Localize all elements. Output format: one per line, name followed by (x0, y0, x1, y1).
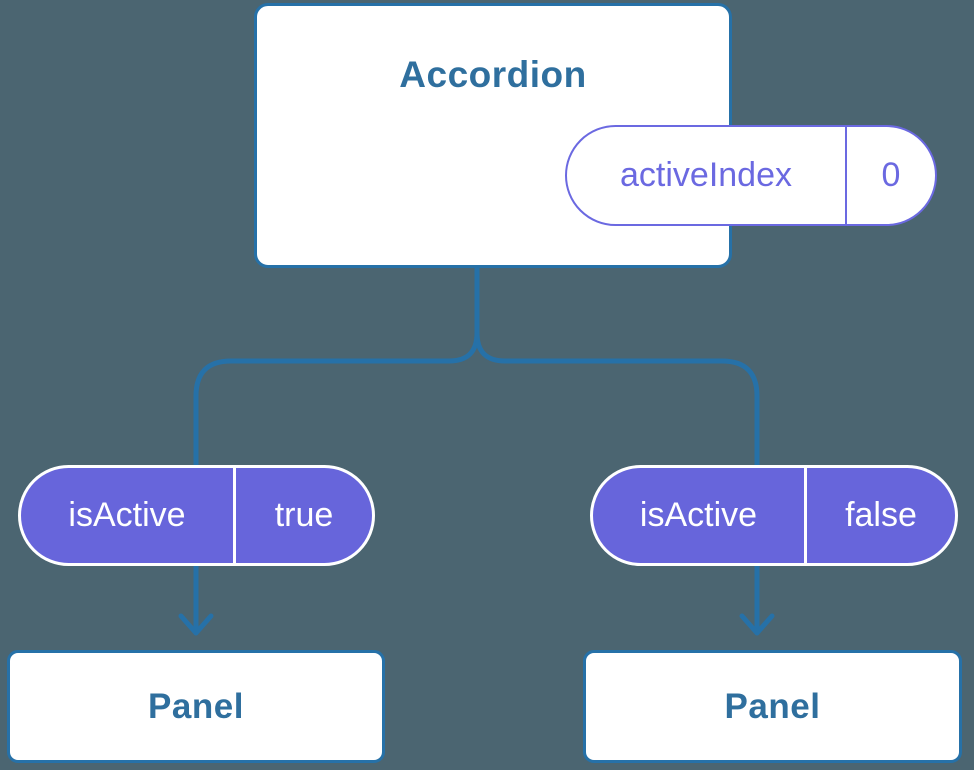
connector-right-branch (474, 330, 760, 636)
prop-pill-isactive-false: isActive false (590, 465, 958, 566)
prop-value: true (233, 468, 372, 563)
panel-component-card: Panel (583, 650, 962, 763)
prop-pill-isactive-true: isActive true (18, 465, 375, 566)
connector-left-branch (193, 263, 480, 636)
arrow-down-icon (739, 613, 775, 636)
state-prop-name: activeIndex (620, 156, 792, 194)
accordion-component-card: Accordion activeIndex 0 (254, 3, 937, 268)
component-title: Panel (148, 686, 244, 726)
state-pill-activeindex: activeIndex 0 (565, 125, 937, 226)
component-title: Accordion (399, 54, 587, 95)
prop-value: false (804, 468, 955, 563)
component-title: Panel (724, 686, 821, 726)
prop-name: isActive (68, 496, 186, 534)
prop-name: isActive (639, 496, 758, 534)
state-prop-value: 0 (845, 127, 935, 224)
arrow-down-icon (178, 613, 214, 636)
panel-component-card: Panel (7, 650, 385, 763)
